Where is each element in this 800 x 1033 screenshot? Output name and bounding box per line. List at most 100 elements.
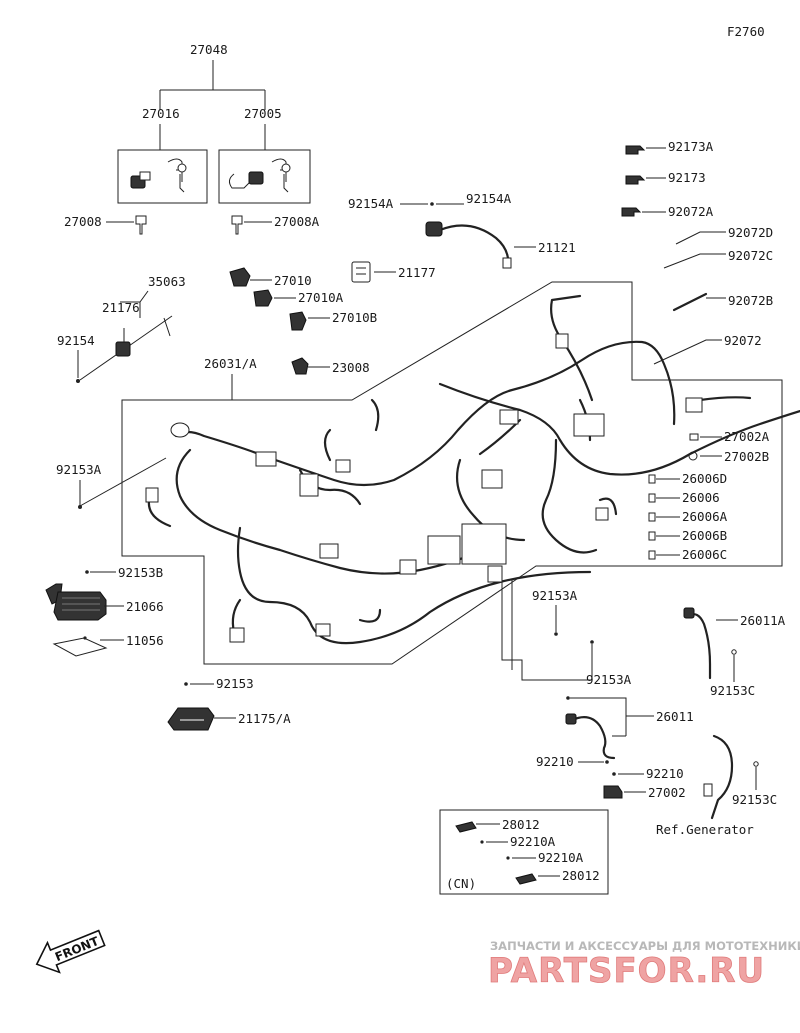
part-label-23008[interactable]: 23008 [332, 360, 370, 375]
part-label-27005[interactable]: 27005 [244, 106, 282, 121]
ignition-switch-box-27005 [218, 149, 311, 204]
connector-icon [291, 357, 309, 375]
part-label-21066[interactable]: 21066 [126, 599, 164, 614]
sensor-wire [686, 613, 712, 680]
bolt-92153A-center: 92153A 92153A [501, 580, 632, 687]
part-label-28012-a[interactable]: 28012 [502, 817, 540, 832]
part-label-92154A-a[interactable]: 92154A [348, 196, 394, 211]
part-label-92154A-b[interactable]: 92154A [466, 191, 512, 206]
part-label-92153A-mid[interactable]: 92153A [532, 588, 578, 603]
part-label-92072B[interactable]: 92072B [728, 293, 773, 308]
watermark: ЗАПЧАСТИ И АКСЕССУАРЫ ДЛЯ МОТОТЕХНИКИ PA… [488, 939, 800, 991]
part-label-27010B[interactable]: 27010B [332, 310, 377, 325]
part-label-92210-b[interactable]: 92210 [646, 766, 684, 781]
clip-icon [621, 207, 642, 217]
watermark-caption: ЗАПЧАСТИ И АКСЕССУАРЫ ДЛЯ МОТОТЕХНИКИ [490, 939, 800, 953]
sensor-wire [438, 224, 510, 268]
bracket-35063-group: 35063 21176 92154 [57, 274, 186, 383]
part-label-35063[interactable]: 35063 [148, 274, 186, 289]
part-label-26006D[interactable]: 26006D [682, 471, 727, 486]
cn-note: (CN) [446, 876, 476, 891]
figure-code: F2760 [727, 24, 765, 39]
fuse-holder-icon [515, 873, 537, 885]
part-label-92154[interactable]: 92154 [57, 333, 95, 348]
ignition-switch-icon [130, 158, 291, 193]
part-label-27010A[interactable]: 27010A [298, 290, 344, 305]
part-label-92072D[interactable]: 92072D [728, 225, 773, 240]
fuse-holder-icon [455, 821, 477, 833]
part-label-92210-a[interactable]: 92210 [536, 754, 574, 769]
connector-23008-group: 23008 [291, 357, 370, 375]
ref-generator[interactable]: Ref.Generator [656, 822, 754, 837]
part-label-27008A[interactable]: 27008A [274, 214, 320, 229]
harness-outline [121, 281, 783, 665]
clip-icon [625, 145, 646, 155]
ecu-21175-group: 92153 21175/A [167, 676, 291, 731]
sensor-body-icon [425, 221, 443, 237]
part-label-27002A[interactable]: 27002A [724, 429, 770, 444]
part-label-26006A[interactable]: 26006A [682, 509, 728, 524]
part-label-27010[interactable]: 27010 [274, 273, 312, 288]
part-label-21121[interactable]: 21121 [538, 240, 576, 255]
key-blank-icon [135, 215, 147, 235]
part-label-27016[interactable]: 27016 [142, 106, 180, 121]
grommet-icon [603, 785, 623, 799]
part-label-92153C-b[interactable]: 92153C [732, 792, 777, 807]
part-label-92153C-a[interactable]: 92153C [710, 683, 755, 698]
part-label-92153B[interactable]: 92153B [118, 565, 163, 580]
clip-icon [625, 175, 646, 185]
relay-icon [351, 261, 371, 283]
ecu-icon [167, 707, 215, 731]
main-harness-26031: 26031/A [121, 281, 800, 665]
part-label-26006[interactable]: 26006 [682, 490, 720, 505]
switch-icon [253, 289, 273, 307]
part-label-26011[interactable]: 26011 [656, 709, 694, 724]
part-label-27048[interactable]: 27048 [190, 42, 228, 57]
part-label-27002B[interactable]: 27002B [724, 449, 769, 464]
part-label-92072C[interactable]: 92072C [728, 248, 773, 263]
part-label-92072[interactable]: 92072 [724, 333, 762, 348]
sensor-21121-group: 92154A 92154A 21121 [348, 191, 576, 269]
regulator-icon [45, 583, 107, 621]
switch-icon [289, 311, 307, 331]
ignition-switch-box-27016 [117, 149, 208, 204]
right-small-parts: 92173A 92173 92072A 92072D 92072C 92072B… [621, 139, 773, 562]
bracket-clip-icon [115, 341, 131, 357]
fuse-icons [648, 474, 680, 560]
part-label-92072A[interactable]: 92072A [668, 204, 714, 219]
part-label-26011A[interactable]: 26011A [740, 613, 786, 628]
part-label-21177[interactable]: 21177 [398, 265, 436, 280]
sensor-26011-group: 26011 92210 92210 27002 [536, 696, 694, 800]
cable-tie-icon [672, 292, 708, 312]
part-label-28012-b[interactable]: 28012 [562, 868, 600, 883]
part-label-11056[interactable]: 11056 [126, 633, 164, 648]
part-label-21176[interactable]: 21176 [102, 300, 140, 315]
part-label-27008[interactable]: 27008 [64, 214, 102, 229]
generator-reference-group: Ref.Generator 92153C [656, 734, 777, 837]
harness-connectors [145, 333, 703, 643]
part-label-92153[interactable]: 92153 [216, 676, 254, 691]
key-blank-icon [231, 215, 243, 235]
part-label-92153A-low[interactable]: 92153A [586, 672, 632, 687]
relay-21177-group: 21177 [351, 261, 436, 283]
watermark-logo: PARTSFOR.RU [488, 951, 765, 991]
part-label-92173[interactable]: 92173 [668, 170, 706, 185]
part-label-92153A-left[interactable]: 92153A [56, 462, 102, 477]
front-label: FRONT [53, 934, 102, 964]
part-label-26031A[interactable]: 26031/A [204, 356, 257, 371]
plate-icon [52, 637, 108, 657]
sensor-lead-26011A-group: 26011A 92153C [683, 607, 786, 698]
part-label-26006C[interactable]: 26006C [682, 547, 727, 562]
grommet-icon [689, 433, 699, 441]
part-label-92210A-a[interactable]: 92210A [510, 834, 556, 849]
bolt-92153A-left: 92153A [56, 457, 167, 509]
part-label-21175A[interactable]: 21175/A [238, 711, 291, 726]
part-label-26006B[interactable]: 26006B [682, 528, 727, 543]
part-label-92173A[interactable]: 92173A [668, 139, 714, 154]
switch-27010-group: 27010 27010A 27010B [229, 267, 377, 331]
front-arrow: FRONT [35, 929, 106, 974]
part-label-92210A-b[interactable]: 92210A [538, 850, 584, 865]
part-label-27002[interactable]: 27002 [648, 785, 686, 800]
cn-variant-box: 28012 92210A 92210A 28012 (CN) [439, 809, 609, 895]
